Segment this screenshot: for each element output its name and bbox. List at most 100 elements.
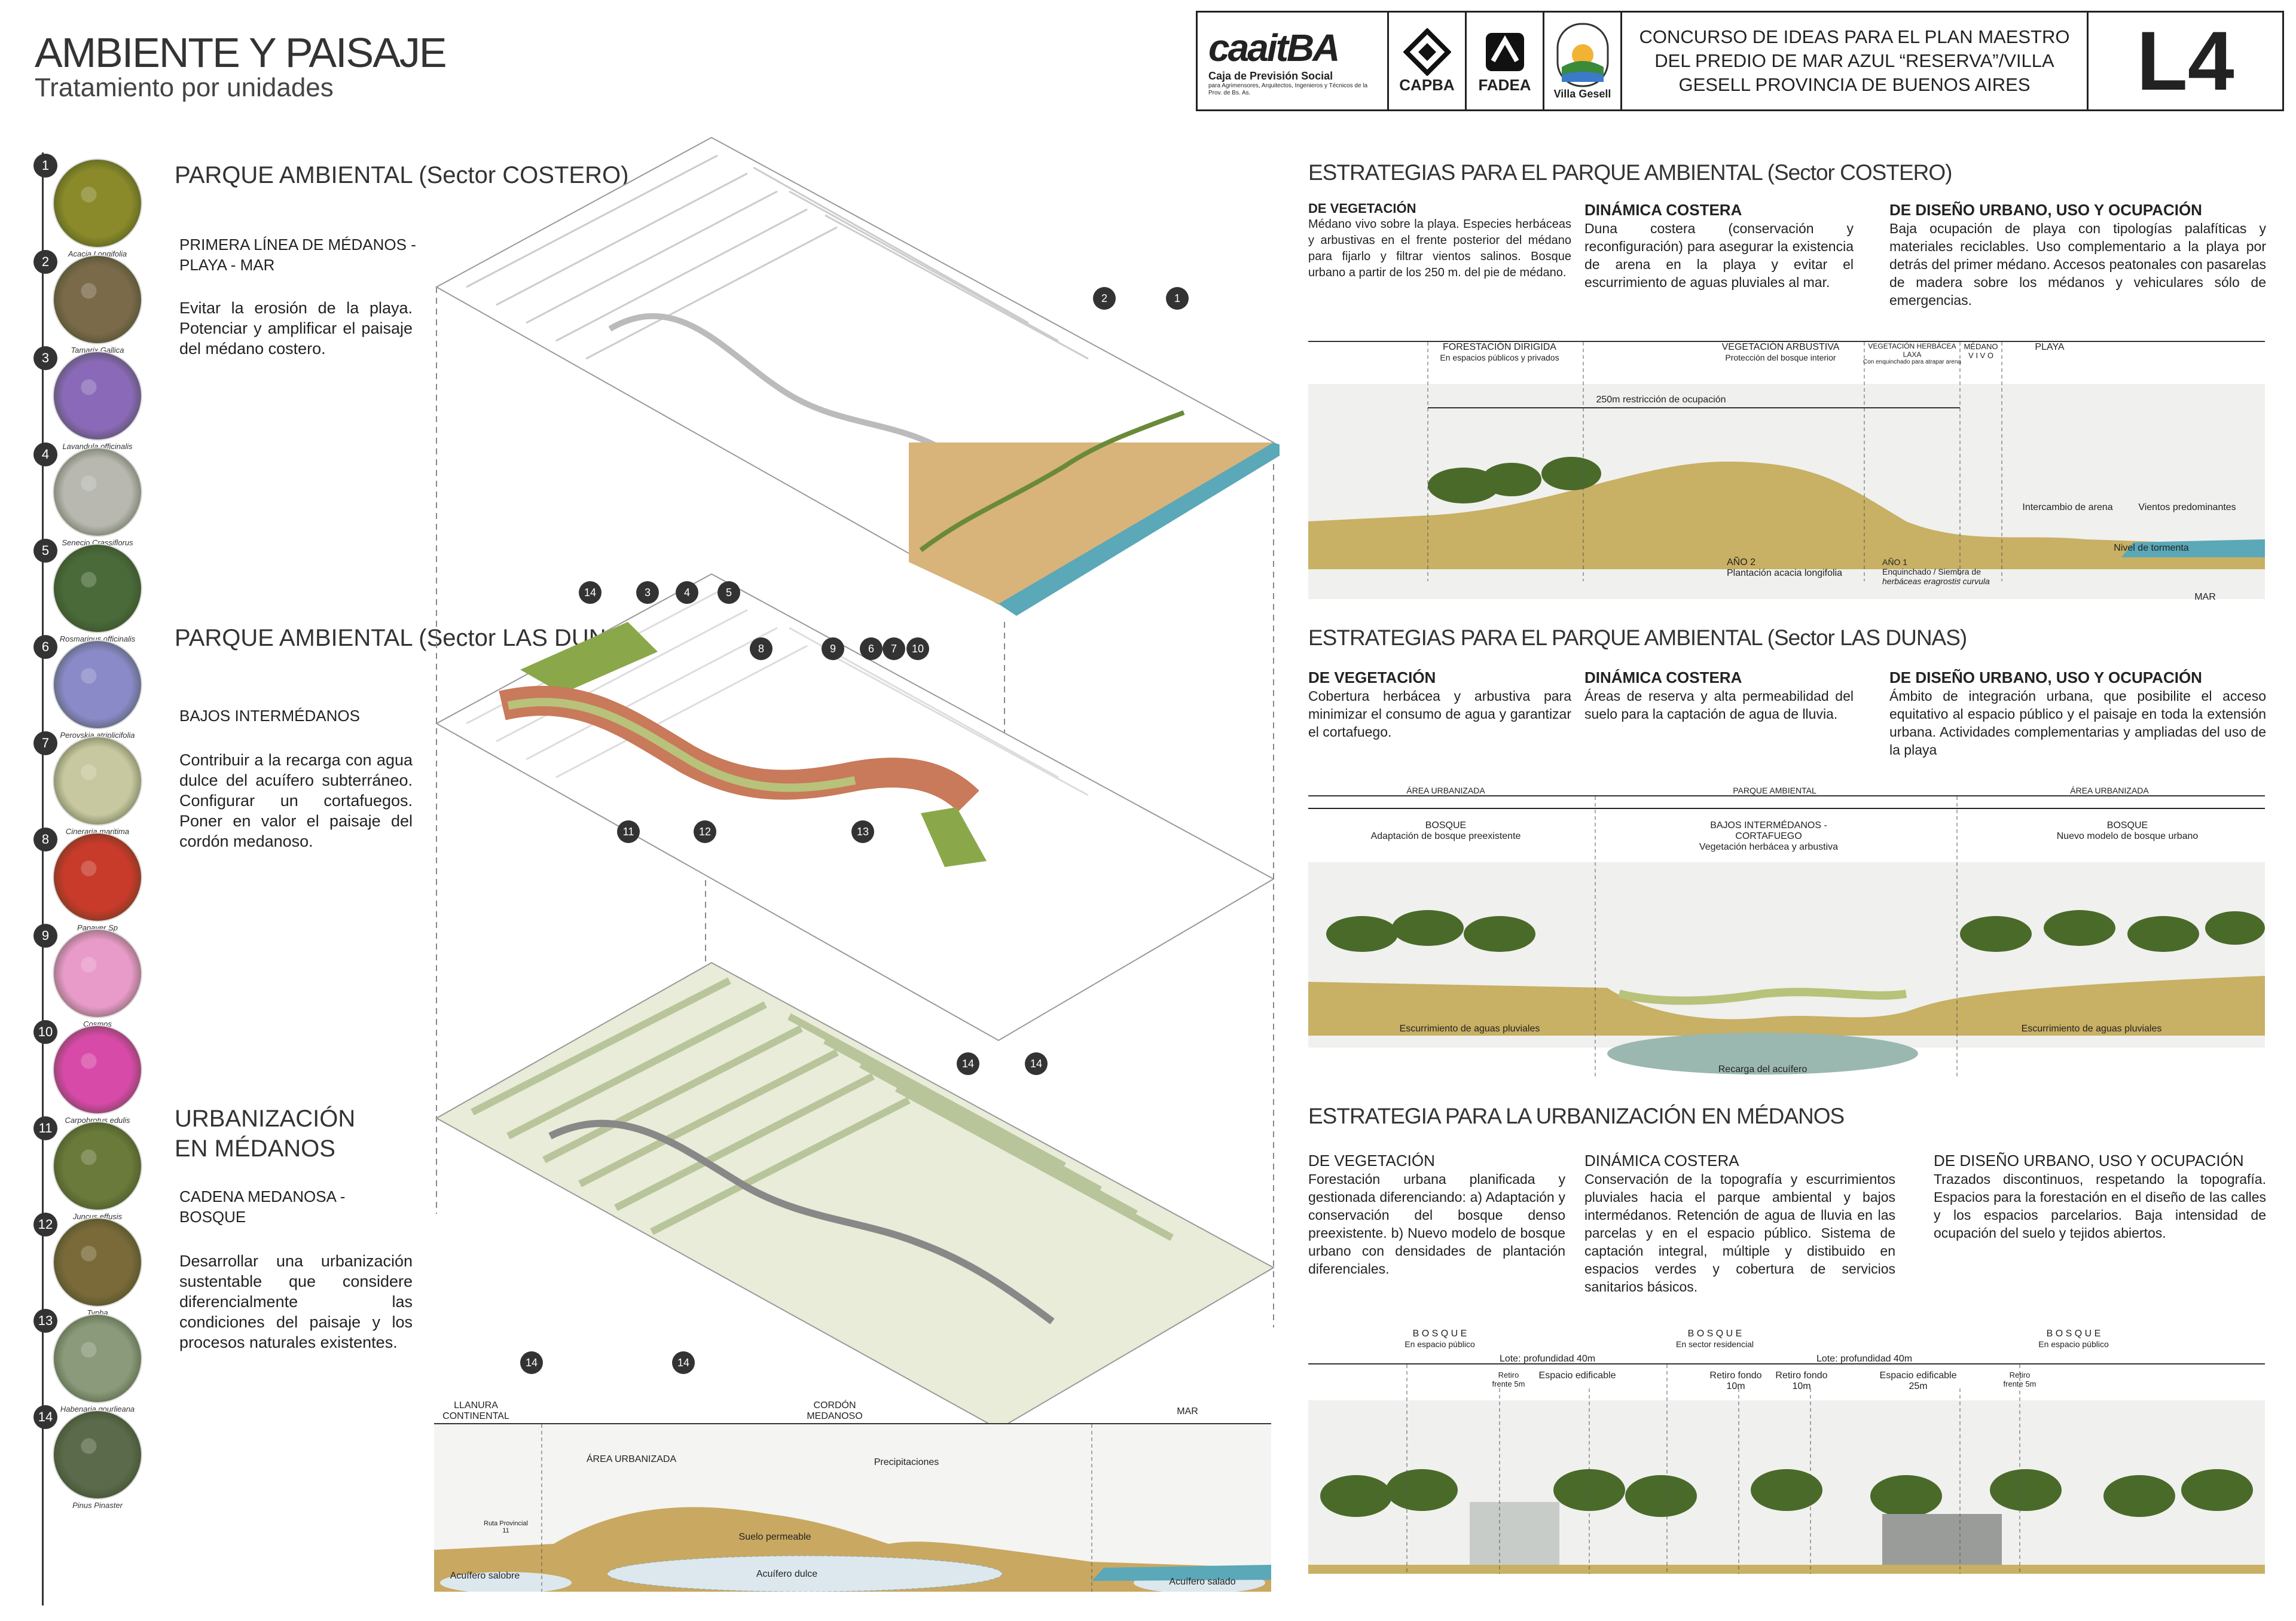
callout-7: 7	[883, 637, 905, 660]
geo-profile: LLANURA CONTINENTAL CORDÓN MEDANOSO MAR …	[434, 1400, 1271, 1592]
s2-escurrimiento2: Escurrimiento de aguas pluviales	[2021, 1024, 2162, 1034]
callout-8: 8	[750, 637, 773, 660]
s1-250m: 250m restricción de ocupación	[1596, 395, 1726, 405]
fadea-icon	[1485, 32, 1524, 71]
section-text-urban: Desarrollar una urbanización sustentable…	[179, 1252, 413, 1351]
plant-photo	[53, 640, 142, 729]
strat2-section: ÁREA URBANIZADA PARQUE AMBIENTAL ÁREA UR…	[1308, 786, 2265, 1088]
strat3-col2: DINÁMICA COSTERA Conservación de la topo…	[1584, 1152, 1895, 1295]
forest-patch	[520, 622, 658, 694]
plant-photo	[53, 1025, 142, 1115]
label-acuifero-dulce: Acuífero dulce	[756, 1569, 818, 1579]
callout-14d: 14	[520, 1351, 543, 1374]
s3-retiro1: Retiro frente 5m	[1492, 1370, 1525, 1388]
s2-escurrimiento1: Escurrimiento de aguas pluviales	[1399, 1024, 1540, 1034]
callout-13: 13	[851, 820, 874, 843]
contest-title: CONCURSO DE IDEAS PARA EL PLAN MAESTRO D…	[1622, 13, 2089, 109]
sheet-code: L4	[2136, 14, 2234, 108]
callout-2: 2	[1093, 287, 1116, 310]
s3-edificable1: Espacio edificable	[1538, 1370, 1616, 1381]
label-acuifero-salobre: Acuífero salobre	[450, 1571, 520, 1581]
strat1-col2: DINÁMICA COSTERA Duna costera (conservac…	[1584, 201, 1854, 290]
callout-12: 12	[694, 820, 716, 843]
s3-retiro3: Retiro fondo 10m	[1775, 1370, 1828, 1391]
plant-name: Habenaria gourlieana	[60, 1405, 135, 1414]
plant-photo	[53, 929, 142, 1018]
callout-14b: 14	[957, 1052, 979, 1075]
capba-logo: CAPBA	[1389, 13, 1467, 109]
plant-name: Rosmarinus officinalis	[59, 634, 136, 643]
plant-photo	[53, 1314, 142, 1403]
strat3-col3: DE DISEÑO URBANO, USO Y OCUPACIÓN Trazad…	[1934, 1152, 2266, 1241]
map-dunas	[435, 573, 1275, 1042]
plant-photo	[53, 255, 142, 344]
plant-name: Acacia Longifolia	[68, 249, 127, 258]
strat3-title: ESTRATEGIA PARA LA URBANIZACIÓN EN MÉDAN…	[1308, 1104, 1845, 1128]
fadea-logo: FADEA	[1467, 13, 1544, 109]
callout-10: 10	[906, 637, 929, 660]
callout-14c: 14	[1025, 1052, 1048, 1075]
section-sub-costero: PRIMERA LÍNEA DE MÉDANOS - PLAYA - MAR	[179, 236, 416, 274]
callout-4: 4	[676, 581, 698, 604]
plant-photo	[53, 447, 142, 537]
callout-11: 11	[617, 820, 640, 843]
s3-retiro2: Retiro fondo 10m	[1709, 1370, 1762, 1391]
map-urbanizacion	[435, 961, 1275, 1430]
plant-photo	[53, 158, 142, 248]
plant-number: 11	[33, 1116, 57, 1140]
plant-number: 10	[33, 1020, 57, 1044]
s1-intercambio: Intercambio de arena	[2022, 502, 2113, 512]
plant-number: 6	[33, 635, 57, 659]
callout-5: 5	[718, 581, 740, 604]
s3-lote1: Lote: profundidad 40m	[1499, 1354, 1596, 1364]
page-title: AMBIENTE Y PAISAJE	[35, 29, 447, 76]
section-title-costero: PARQUE AMBIENTAL (Sector COSTERO)	[175, 162, 629, 188]
villa-gesell-logo: Villa Gesell	[1544, 13, 1622, 109]
plant-name: Cineraria maritima	[65, 827, 130, 836]
section-sub-urban: CADENA MEDANOSA - BOSQUE	[179, 1187, 346, 1226]
callout-1: 1	[1166, 287, 1189, 310]
label-ruta: Ruta Provincial 11	[484, 1520, 528, 1534]
header-box: caaitBA Caja de Previsión Social para Ag…	[1196, 11, 2284, 111]
plant-number: 5	[33, 539, 57, 563]
plant-number: 7	[33, 731, 57, 755]
axonometric-stack	[435, 136, 1280, 1430]
plant-photo	[53, 832, 142, 922]
plant-number: 3	[33, 346, 57, 370]
beach-area	[909, 442, 1274, 604]
plant-number: 8	[33, 828, 57, 851]
s1-tormenta: Nivel de tormenta	[2114, 543, 2189, 553]
strat1-title: ESTRATEGIAS PARA EL PARQUE AMBIENTAL (Se…	[1308, 160, 1952, 185]
plant-number: 1	[33, 154, 57, 178]
label-area-urb: ÁREA URBANIZADA	[586, 1454, 677, 1464]
s2-zone2: PARQUE AMBIENTAL	[1727, 786, 1822, 795]
section-text-costero: Evitar la erosión de la playa. Potenciar…	[179, 299, 413, 358]
callout-14a: 14	[579, 581, 602, 604]
plant-number: 12	[33, 1213, 57, 1237]
strat2-col1: DE VEGETACIÓN Cobertura herbácea y arbus…	[1308, 668, 1571, 740]
plant-photo	[53, 1121, 142, 1211]
label-mar-profile: MAR	[1177, 1406, 1198, 1417]
plant-photo	[53, 351, 142, 441]
left-timeline-line	[42, 152, 44, 1605]
plant-number: 2	[33, 250, 57, 274]
strat3-col1: DE VEGETACIÓN Forestación urbana planifi…	[1308, 1152, 1565, 1277]
plant-number: 9	[33, 924, 57, 948]
sea-strip	[999, 442, 1280, 616]
strat2-col2: DINÁMICA COSTERA Áreas de reserva y alta…	[1584, 668, 1854, 722]
